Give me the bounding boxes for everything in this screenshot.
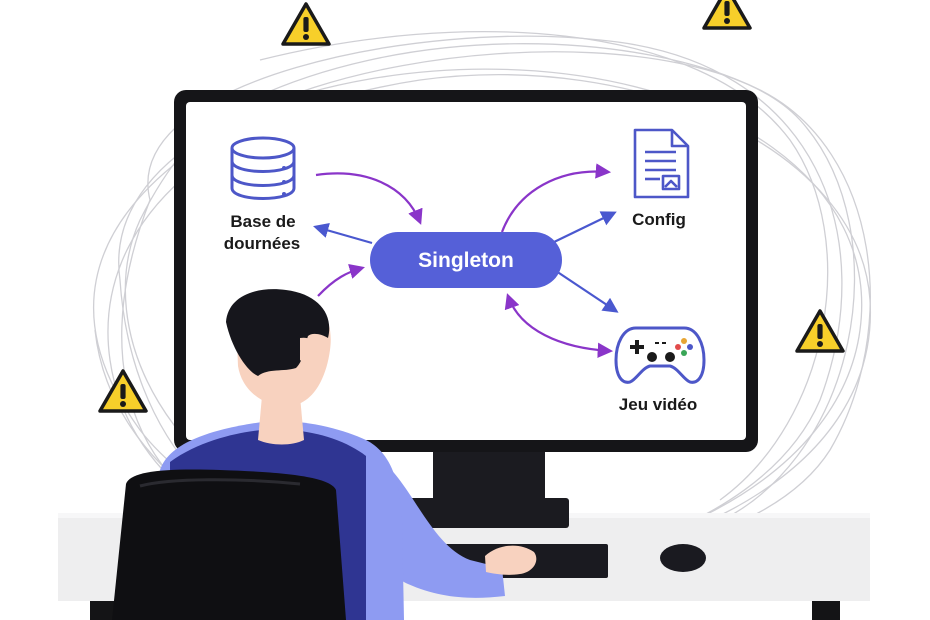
- chair: [112, 469, 346, 620]
- database-label-line2: dournées: [224, 234, 301, 253]
- hand: [485, 545, 537, 575]
- hair: [226, 289, 330, 376]
- monitor-stand: [407, 446, 569, 528]
- game-label: Jeu vidéo: [619, 395, 697, 414]
- config-label: Config: [632, 210, 686, 229]
- arrow-game-singleton: [504, 293, 614, 358]
- singleton-label: Singleton: [418, 249, 514, 272]
- document-icon: [633, 128, 690, 199]
- game-node: Jeu vidéo: [614, 326, 706, 414]
- singleton-node: Singleton: [370, 232, 562, 288]
- arrow-singleton-to-database: [313, 222, 373, 245]
- database-icon: [230, 136, 296, 200]
- warning-icon: [795, 309, 845, 353]
- gamepad-icon: [614, 326, 706, 384]
- arrow-singleton-to-config: [551, 211, 617, 244]
- warning-icon: [281, 2, 331, 46]
- warning-icon: [702, 0, 752, 30]
- arrow-person-to-singleton: [317, 263, 365, 297]
- database-label-line1: Base de: [230, 212, 295, 231]
- database-node: Base de dournées: [224, 136, 301, 253]
- mouse: [660, 544, 706, 572]
- diagram-arrows: [313, 163, 619, 358]
- arrow-singleton-to-config-curve: [500, 163, 612, 233]
- config-node: Config: [632, 128, 690, 229]
- arrow-database-to-singleton: [315, 172, 423, 225]
